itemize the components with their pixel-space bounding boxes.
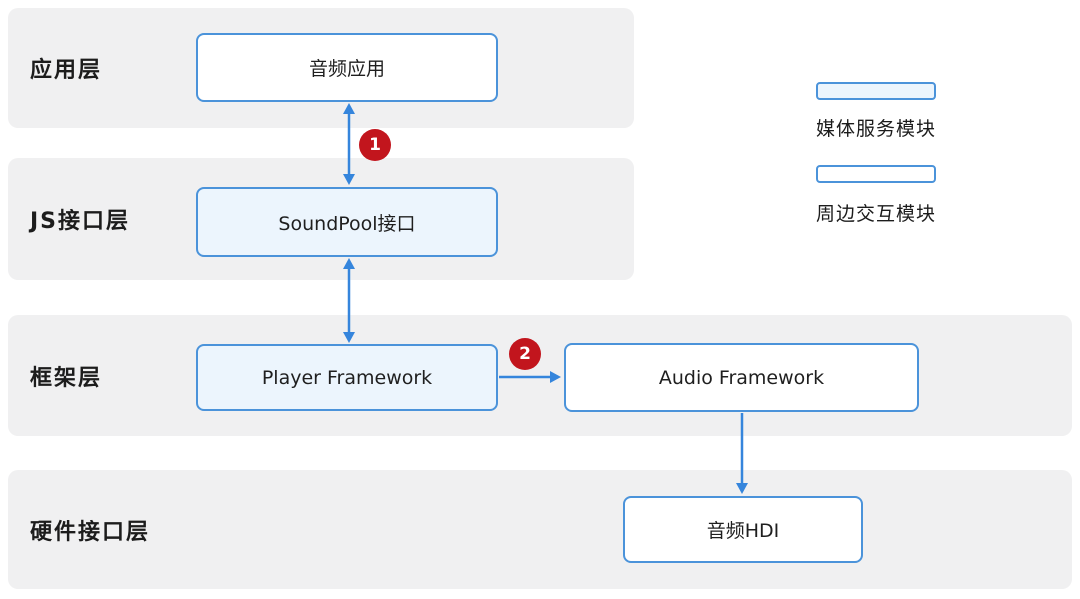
legend-swatch-media-service	[816, 82, 936, 100]
node-soundpool-interface-label: SoundPool接口	[278, 212, 416, 235]
layer-label-application: 应用层	[30, 58, 103, 83]
legend-label-peripheral-interaction: 周边交互模块	[816, 203, 937, 225]
layer-label-hardware-interface: 硬件接口层	[30, 519, 151, 545]
connector-audioframework-audiohdi	[736, 413, 748, 494]
legend-label-media-service: 媒体服务模块	[816, 118, 937, 140]
node-audio-hdi: 音频HDI	[623, 496, 863, 563]
layer-label-js-interface: JS接口层	[30, 209, 131, 234]
step-badge-1: 1	[359, 129, 391, 161]
legend-swatch-peripheral-interaction	[816, 165, 936, 183]
node-player-framework-label: Player Framework	[261, 366, 433, 389]
connector-soundpool-playerframework	[343, 258, 355, 343]
node-soundpool-interface: SoundPool接口	[196, 187, 498, 257]
node-player-framework: Player Framework	[196, 344, 498, 411]
node-audio-framework: Audio Framework	[564, 343, 919, 412]
node-audio-hdi-label: 音频HDI	[706, 520, 780, 542]
node-audio-framework-label: Audio Framework	[658, 366, 825, 389]
node-audio-app-label: 音频应用	[308, 58, 385, 80]
node-audio-app: 音频应用	[196, 33, 498, 102]
step-badge-2: 2	[509, 338, 541, 370]
layer-label-framework: 框架层	[30, 365, 103, 391]
step-badge-2-number: 2	[519, 344, 531, 364]
step-badge-1-number: 1	[369, 135, 381, 155]
connector-audioapp-soundpool	[343, 103, 355, 185]
layer-band-hardware-interface: 硬件接口层	[8, 470, 1072, 589]
connector-playerframework-audioframework	[499, 371, 561, 383]
layer-band-js-interface: JS接口层	[8, 158, 634, 280]
